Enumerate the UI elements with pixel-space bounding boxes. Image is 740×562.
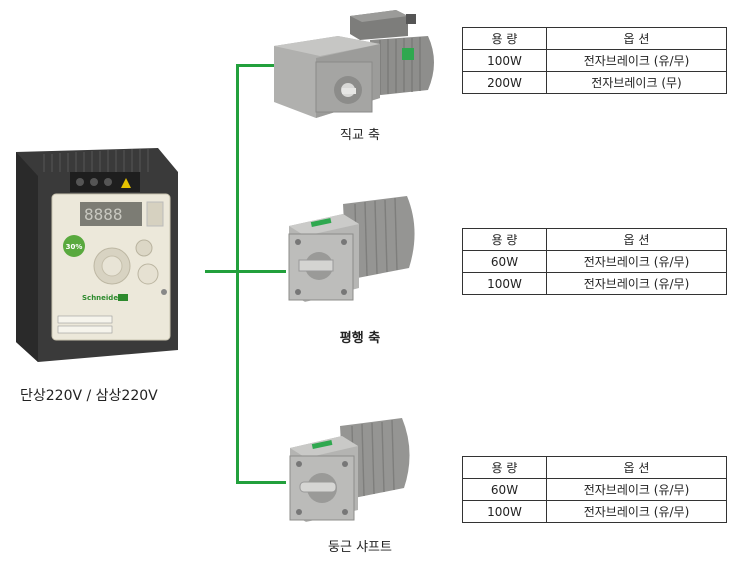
spec-table-right-angle: 용 량 옵 션 100W 전자브레이크 (유/무) 200W 전자브레이크 (무… — [462, 27, 727, 94]
drive-caption: 단상220V / 삼상220V — [20, 388, 158, 404]
connector-middle-branch — [236, 270, 286, 273]
option-cell: 전자브레이크 (유/무) — [546, 478, 727, 501]
capacity-cell: 100W — [462, 272, 547, 295]
header-option: 옵 션 — [546, 228, 727, 251]
table-row: 100W 전자브레이크 (유/무) — [462, 272, 727, 295]
table-row: 200W 전자브레이크 (무) — [462, 71, 727, 94]
connector-top-branch — [236, 64, 274, 67]
connector-drive-branch — [205, 270, 239, 273]
parallel-shaft-motor-caption: 평행 축 — [339, 331, 381, 346]
table-row: 100W 전자브레이크 (유/무) — [462, 500, 727, 523]
header-option: 옵 션 — [546, 456, 727, 479]
right-angle-motor-image — [274, 10, 434, 118]
capacity-cell: 200W — [462, 71, 547, 94]
table-row: 60W 전자브레이크 (유/무) — [462, 250, 727, 273]
header-capacity: 용 량 — [462, 27, 547, 50]
spec-table-parallel-shaft: 용 량 옵 션 60W 전자브레이크 (유/무) 100W 전자브레이크 (유/… — [462, 228, 727, 295]
efficiency-badge: 30% — [66, 243, 83, 251]
capacity-cell: 60W — [462, 478, 547, 501]
svg-text:8888: 8888 — [84, 205, 123, 224]
option-cell: 전자브레이크 (유/무) — [546, 272, 727, 295]
right-angle-motor-caption: 직교 축 — [339, 128, 380, 143]
round-shaft-motor-caption: 둥근 샤프트 — [328, 540, 392, 555]
connector-trunk — [236, 64, 239, 483]
capacity-cell: 100W — [462, 49, 547, 72]
option-cell: 전자브레이크 (유/무) — [546, 250, 727, 273]
option-cell: 전자브레이크 (유/무) — [546, 49, 727, 72]
table-row: 60W 전자브레이크 (유/무) — [462, 478, 727, 501]
inverter-drive-image: 8888 30% Schneider — [16, 148, 178, 362]
option-cell: 전자브레이크 (무) — [546, 71, 727, 94]
round-shaft-motor-image — [289, 418, 410, 522]
header-capacity: 용 량 — [462, 456, 547, 479]
option-cell: 전자브레이크 (유/무) — [546, 500, 727, 523]
header-option: 옵 션 — [546, 27, 727, 50]
parallel-shaft-motor-image — [288, 196, 415, 302]
spec-table-round-shaft: 용 량 옵 션 60W 전자브레이크 (유/무) 100W 전자브레이크 (유/… — [462, 456, 727, 523]
table-header-row: 용 량 옵 션 — [462, 228, 727, 251]
header-capacity: 용 량 — [462, 228, 547, 251]
table-header-row: 용 량 옵 션 — [462, 456, 727, 479]
connector-bottom-branch — [236, 481, 286, 484]
table-header-row: 용 량 옵 션 — [462, 27, 727, 50]
capacity-cell: 100W — [462, 500, 547, 523]
drive-brand-logo: Schneider — [82, 294, 122, 302]
capacity-cell: 60W — [462, 250, 547, 273]
table-row: 100W 전자브레이크 (유/무) — [462, 49, 727, 72]
